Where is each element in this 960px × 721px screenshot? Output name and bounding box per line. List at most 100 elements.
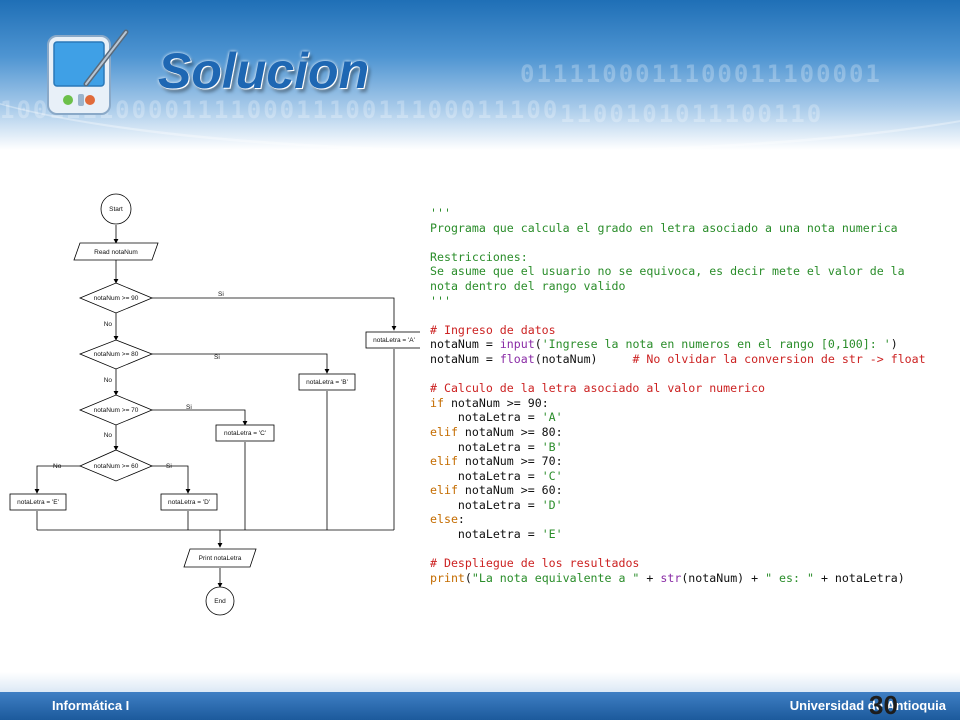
flow-assign-a: [365, 331, 420, 349]
code-line: notaNum = input('Ingrese la nota en nume…: [430, 337, 955, 352]
code-token: # Ingreso de datos: [430, 322, 556, 337]
code-line: notaNum = float(notaNum) # No olvidar la…: [430, 352, 955, 367]
code-line: elif notaNum >= 70:: [430, 454, 955, 469]
code-line: elif notaNum >= 80:: [430, 425, 955, 440]
code-token: Se asume que el usuario no se equivoca, …: [430, 264, 905, 279]
code-token: ): [890, 337, 898, 352]
code-line: if notaNum >= 90:: [430, 396, 955, 411]
code-token: # Calculo de la letra asociado al valor …: [430, 381, 766, 396]
slide-footer: Informática I Universidad de Antioquia 3…: [0, 672, 960, 720]
code-token: + notaLetra): [813, 570, 905, 585]
code-token: elif: [430, 424, 458, 439]
code-token: 'E': [541, 527, 563, 542]
flow-assign-d-label: notaLetra = 'D': [168, 499, 210, 506]
code-token: notaLetra =: [430, 410, 542, 425]
code-token: notaNum >= 90:: [443, 395, 549, 410]
code-token: input: [499, 337, 535, 352]
code-line: notaLetra = 'C': [430, 469, 955, 484]
code-line: Restricciones:: [430, 250, 955, 265]
code-token: Programa que calcula el grado en letra a…: [430, 220, 898, 235]
slide-header: 1001111000011110001110011100011100 01111…: [0, 0, 960, 150]
flow-no-label: No: [53, 463, 62, 470]
code-token: notaNum >= 80:: [457, 424, 563, 439]
code-line: [430, 235, 955, 250]
code-token: (: [464, 570, 472, 585]
flow-decision-2: [78, 339, 154, 370]
flow-decision-4-label: notaNum >= 60: [94, 463, 139, 470]
flow-decision-3-label: notaNum >= 70: [94, 407, 139, 414]
flow-start-node: [100, 193, 132, 225]
code-line: notaLetra = 'A': [430, 410, 955, 425]
code-line: [430, 542, 955, 557]
code-token: ''': [430, 206, 451, 220]
flow-assign-a-label: notaLetra = 'A': [373, 337, 415, 344]
footer-bar: [0, 692, 960, 720]
flow-read-label: Read notaNum: [94, 249, 138, 256]
flow-start-label: Start: [109, 206, 123, 213]
flow-yes-label: Si: [214, 354, 220, 361]
flow-read-node: [73, 242, 159, 261]
flow-no-label: No: [104, 321, 113, 328]
code-token: notaNum =: [430, 337, 500, 352]
code-token: "La nota equivalente a ": [471, 570, 640, 585]
code-token: elif: [430, 483, 458, 498]
flow-decision-1: [78, 282, 154, 314]
code-token: # No olvidar la conversion de str -> flo…: [632, 351, 926, 366]
course-name: Informática I: [52, 698, 130, 713]
code-line: notaLetra = 'D': [430, 498, 955, 513]
code-line: [430, 308, 955, 323]
code-token: 'A': [541, 410, 563, 425]
code-token: float: [499, 351, 535, 366]
code-token: 'Ingrese la nota en numeros en el rango …: [541, 337, 891, 352]
code-line: print("La nota equivalente a " + str(not…: [430, 571, 955, 586]
flow-assign-c-label: notaLetra = 'C': [224, 430, 266, 437]
code-line: nota dentro del rango valido: [430, 279, 955, 294]
code-token: notaNum >= 70:: [457, 454, 563, 469]
flow-assign-c: [215, 424, 275, 442]
flow-decision-2-label: notaNum >= 80: [94, 351, 139, 358]
pda-with-pen-icon: [47, 29, 129, 115]
flow-decision-3: [78, 394, 154, 426]
code-token: notaLetra =: [430, 527, 542, 542]
code-token: elif: [430, 454, 458, 469]
code-token: Restricciones:: [430, 249, 528, 264]
university-name: Universidad de Antioquia: [789, 698, 946, 713]
code-token: (notaNum): [534, 351, 633, 366]
flow-end-node: [205, 586, 235, 616]
code-line: notaLetra = 'B': [430, 440, 955, 455]
code-line: # Calculo de la letra asociado al valor …: [430, 381, 955, 396]
code-token: :: [457, 512, 465, 527]
flow-assign-b-label: notaLetra = 'B': [306, 379, 348, 386]
flow-yes-label: Si: [186, 404, 192, 411]
code-line: else:: [430, 512, 955, 527]
code-token: print: [430, 570, 465, 585]
code-token: notaNum >= 60:: [457, 483, 563, 498]
flow-print-node: [183, 548, 257, 568]
binary-decoration: 1100101011100110: [560, 100, 824, 128]
code-token: notaLetra =: [430, 497, 542, 512]
flow-yes-label: Si: [166, 463, 172, 470]
code-token: else: [430, 512, 458, 527]
footer-fade: [0, 672, 960, 694]
code-line: [430, 367, 955, 382]
flowchart-diagram: Start Read notaNum notaNum >= 90 Si No n…: [9, 193, 420, 616]
code-line: # Ingreso de datos: [430, 323, 955, 338]
binary-decoration: 0111100011100011100001: [520, 60, 882, 88]
flow-assign-b: [298, 373, 356, 391]
code-line: Se asume que el usuario no se equivoca, …: [430, 264, 955, 279]
flow-decision-4: [78, 449, 154, 482]
flow-end-label: End: [214, 598, 226, 605]
flow-no-label: No: [104, 377, 113, 384]
code-token: notaLetra =: [430, 439, 542, 454]
code-line: # Despliegue de los resultados: [430, 556, 955, 571]
python-code-block: '''Programa que calcula el grado en letr…: [430, 206, 955, 585]
code-line: notaLetra = 'E': [430, 527, 955, 542]
code-line: elif notaNum >= 60:: [430, 483, 955, 498]
code-token: # Despliegue de los resultados: [430, 556, 640, 571]
code-line: ''': [430, 294, 955, 309]
code-token: notaLetra =: [430, 468, 542, 483]
code-token: (: [534, 337, 542, 352]
flow-yes-label: Si: [218, 291, 224, 298]
code-token: notaNum =: [430, 351, 500, 366]
code-line: Programa que calcula el grado en letra a…: [430, 221, 955, 236]
